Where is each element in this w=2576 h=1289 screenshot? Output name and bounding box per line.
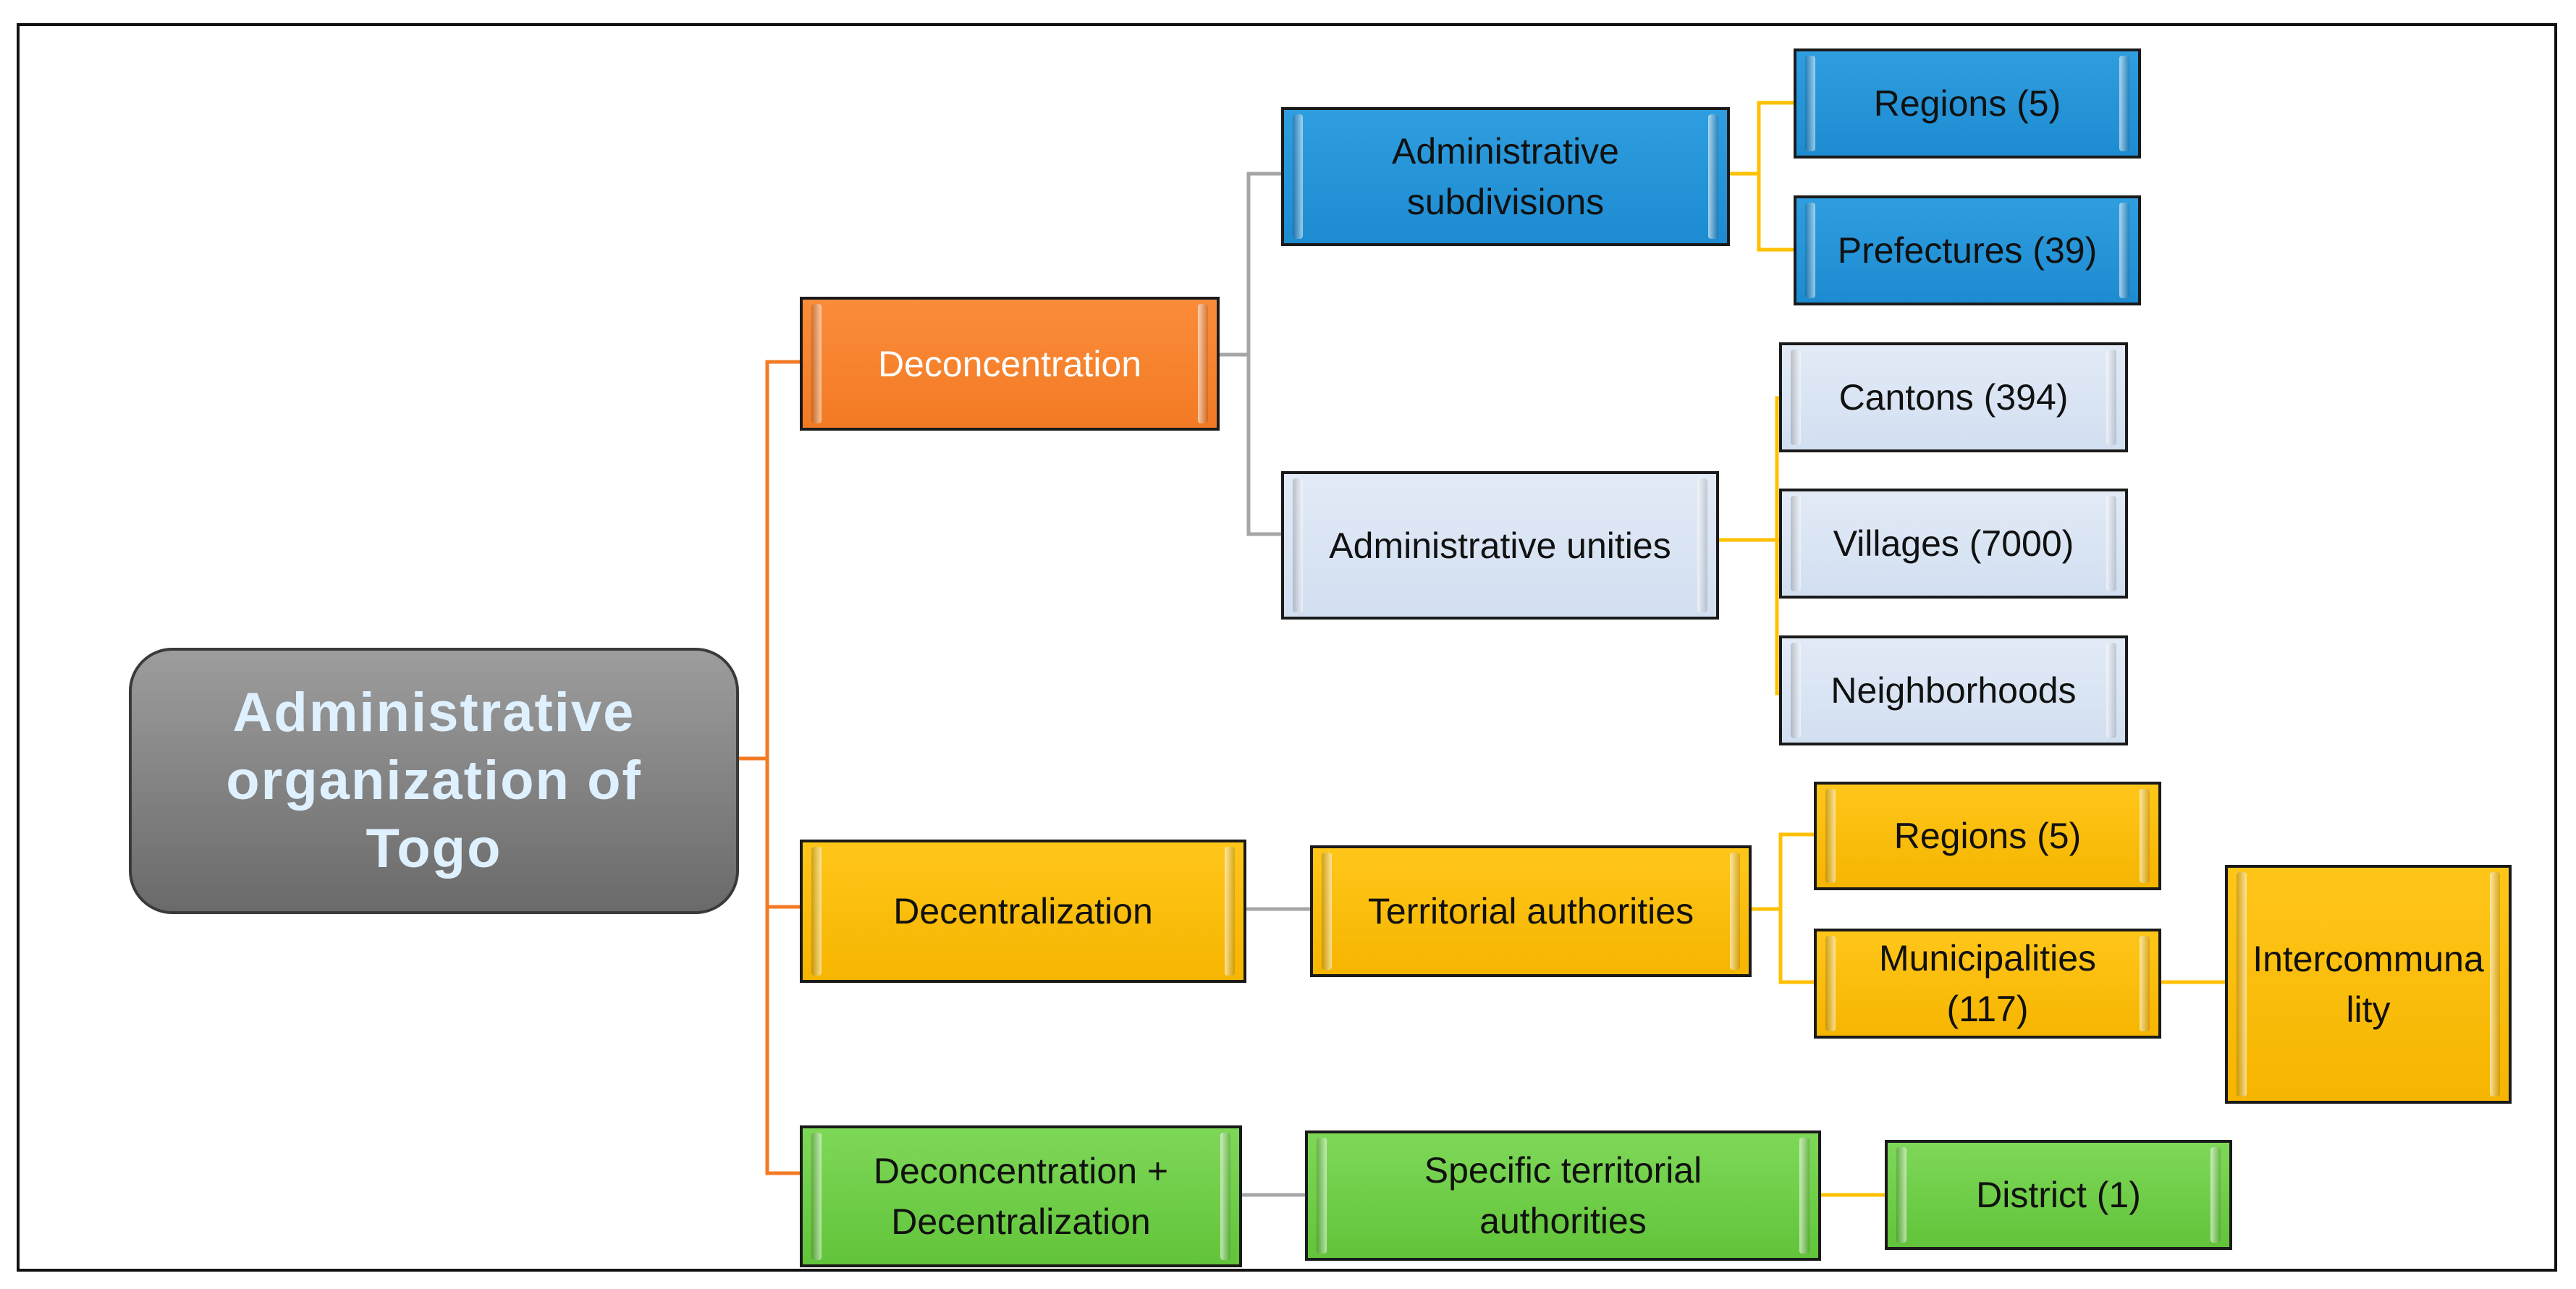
link-deconcentration	[1220, 172, 1281, 536]
cantons-node: Cantons (394)	[1779, 342, 2128, 452]
deconcentration-node: Deconcentration	[800, 297, 1220, 431]
root-node: Administrative organization of Togo	[129, 648, 739, 914]
link-territorial	[1752, 832, 1814, 984]
link-root-branches	[738, 360, 800, 1175]
link-unities	[1719, 396, 1779, 696]
deconcentration-decentralization-node: Deconcentration + Decentralization	[800, 1125, 1242, 1267]
regions-decentralized-node: Regions (5)	[1814, 782, 2161, 890]
administrative-subdivisions-node: Administrative subdivisions	[1281, 107, 1730, 246]
intercommunality-node: Intercommuna lity	[2225, 865, 2512, 1104]
territorial-authorities-node: Territorial authorities	[1310, 845, 1752, 977]
municipalities-node: Municipalities (117)	[1814, 929, 2161, 1039]
regions-5-node: Regions (5)	[1794, 48, 2141, 159]
neighborhoods-node: Neighborhoods	[1779, 635, 2128, 745]
district-node: District (1)	[1885, 1140, 2232, 1250]
villages-node: Villages (7000)	[1779, 489, 2128, 599]
link-subdivisions	[1726, 101, 1794, 252]
decentralization-node: Decentralization	[800, 840, 1246, 983]
administrative-unities-node: Administrative unities	[1281, 471, 1719, 620]
prefectures-node: Prefectures (39)	[1794, 195, 2141, 305]
specific-territorial-authorities-node: Specific territorial authorities	[1305, 1130, 1821, 1261]
